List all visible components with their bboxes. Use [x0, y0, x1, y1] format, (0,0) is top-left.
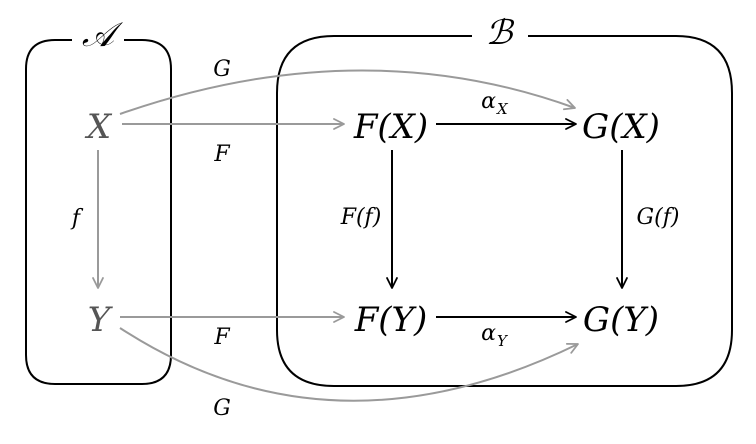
object-G-of-X: G(X) — [582, 107, 660, 147]
category-b-box — [276, 35, 733, 387]
object-Y: Y — [88, 300, 114, 340]
label-G-top: G — [213, 57, 231, 82]
arrow-G-top — [119, 69, 576, 115]
object-G-of-Y: G(Y) — [583, 300, 659, 340]
label-G-bottom: G — [213, 396, 231, 421]
label-G-of-f: G(f) — [637, 205, 680, 230]
object-X: X — [84, 107, 113, 147]
category-b-label: ℬ — [486, 13, 515, 53]
object-F-of-Y: F(Y) — [354, 300, 428, 340]
alpha-subscript: Y — [497, 332, 509, 350]
object-F-of-X: F(X) — [353, 107, 428, 147]
category-a-box — [25, 39, 172, 385]
label-F-top: F — [213, 142, 230, 167]
category-a-label: 𝒜 — [82, 15, 124, 55]
alpha-subscript: X — [496, 100, 509, 118]
arrow-G-bottom — [119, 327, 579, 402]
label-F-of-f: F(f) — [340, 205, 382, 230]
label-alpha-Y: α Y — [481, 321, 509, 350]
label-alpha-X: α X — [481, 89, 509, 118]
label-f: f — [70, 206, 84, 231]
label-F-bottom: F — [213, 325, 230, 350]
alpha-symbol: α — [481, 89, 496, 114]
alpha-symbol: α — [481, 321, 496, 346]
